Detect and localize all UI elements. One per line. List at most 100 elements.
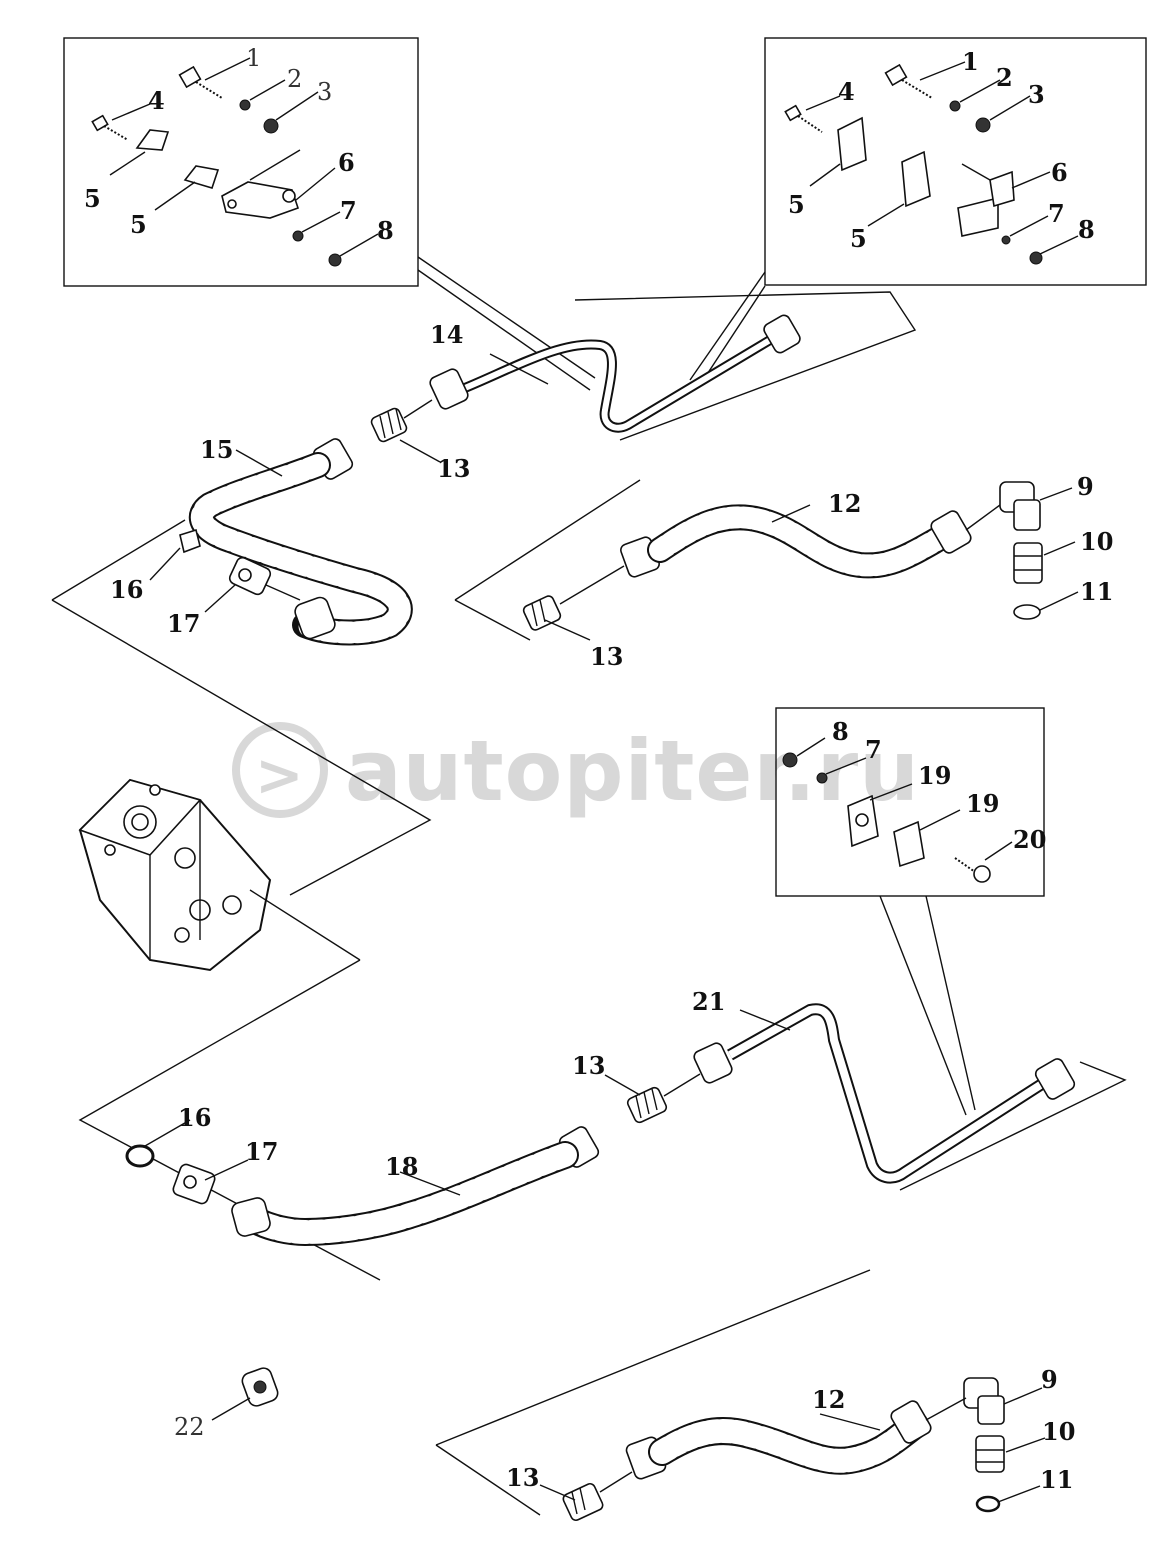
detail-box-frame bbox=[775, 707, 1045, 897]
bolt-icon bbox=[884, 63, 933, 99]
washer-icon bbox=[1001, 235, 1011, 245]
callout-11: 11 bbox=[1040, 1465, 1073, 1494]
bolt-icon bbox=[91, 114, 129, 141]
callout-8: 8 bbox=[1078, 215, 1095, 244]
callout-8: 8 bbox=[377, 216, 394, 245]
callout-4: 4 bbox=[838, 77, 855, 106]
callout-18: 18 bbox=[385, 1152, 418, 1181]
bolt-icon bbox=[178, 65, 223, 99]
sealing-washer-icon bbox=[125, 1144, 155, 1168]
nut-icon bbox=[782, 752, 798, 768]
nut-icon bbox=[975, 117, 991, 133]
callout-11: 11 bbox=[1080, 577, 1113, 606]
sealing-washer-icon bbox=[179, 528, 201, 554]
callout-3: 3 bbox=[317, 78, 332, 106]
nut-icon bbox=[1029, 251, 1043, 265]
detail-pointer-line bbox=[417, 256, 596, 379]
detail-pointer-line bbox=[879, 895, 967, 1116]
callout-1: 1 bbox=[246, 44, 261, 72]
adaptor-17 bbox=[172, 1163, 216, 1205]
fitting-nut-icon bbox=[930, 510, 972, 554]
callout-21: 21 bbox=[692, 987, 725, 1016]
clamp-half-icon bbox=[837, 116, 867, 172]
fitting-nut-icon bbox=[429, 368, 469, 410]
detail-box-lower: 8 7 19 19 20 bbox=[775, 707, 1046, 897]
callout-2: 2 bbox=[996, 63, 1013, 92]
callout-10: 10 bbox=[1080, 527, 1113, 556]
callout-9: 9 bbox=[1041, 1365, 1058, 1394]
callout-6: 6 bbox=[1051, 158, 1068, 187]
steel-pipe-21 bbox=[693, 1003, 1076, 1184]
callout-6: 6 bbox=[338, 148, 355, 177]
adaptor-13 bbox=[370, 407, 408, 443]
plug-nut-22 bbox=[241, 1367, 279, 1407]
fitting-nut-icon bbox=[231, 1197, 271, 1237]
detail-box-frame bbox=[63, 37, 419, 287]
assembly-guide-line bbox=[574, 291, 917, 441]
callout-5: 5 bbox=[850, 224, 867, 253]
adaptor-10 bbox=[1013, 542, 1043, 584]
washer-icon bbox=[239, 99, 251, 111]
callout-7: 7 bbox=[1048, 199, 1065, 228]
callout-16: 16 bbox=[178, 1103, 211, 1132]
hose-18 bbox=[231, 1126, 600, 1247]
hose-15 bbox=[188, 438, 413, 646]
elbow-fitting-9 bbox=[999, 481, 1041, 531]
svg-text:>: > bbox=[255, 741, 305, 809]
callout-5: 5 bbox=[84, 184, 101, 213]
fitting-nut-icon bbox=[693, 1042, 733, 1084]
callout-12: 12 bbox=[828, 489, 861, 518]
fitting-nut-icon bbox=[763, 314, 801, 354]
adaptor-13 bbox=[522, 595, 562, 631]
callout-14: 14 bbox=[430, 320, 463, 349]
hose-12-lower bbox=[625, 1400, 932, 1480]
detail-box-top-left: 1 2 3 4 5 5 6 7 8 bbox=[63, 37, 419, 287]
detail-box-frame bbox=[764, 37, 1147, 286]
bracket-icon bbox=[957, 196, 999, 237]
adaptor-10 bbox=[975, 1435, 1005, 1473]
detail-pointer-line bbox=[689, 271, 766, 381]
callout-13: 13 bbox=[590, 642, 623, 671]
callout-13: 13 bbox=[506, 1463, 539, 1492]
bolt-icon bbox=[784, 104, 823, 133]
elbow-fitting-9 bbox=[963, 1377, 1005, 1425]
callout-5: 5 bbox=[788, 190, 805, 219]
clamp-half-icon bbox=[901, 150, 931, 208]
fitting-nut-icon bbox=[890, 1400, 932, 1444]
callout-2: 2 bbox=[287, 65, 302, 93]
nut-icon bbox=[328, 253, 342, 267]
callout-22: 22 bbox=[174, 1413, 205, 1441]
clamp-half-icon bbox=[893, 820, 925, 868]
callout-9: 9 bbox=[1077, 472, 1094, 501]
callout-8: 8 bbox=[832, 717, 849, 746]
adaptor-13 bbox=[562, 1482, 604, 1522]
steel-pipe-14 bbox=[429, 314, 801, 433]
bolt-icon bbox=[954, 857, 991, 883]
adaptor-13 bbox=[626, 1086, 668, 1124]
clamp-half-icon bbox=[183, 165, 220, 189]
fitting-nut-icon bbox=[1034, 1058, 1076, 1100]
callout-16: 16 bbox=[110, 575, 143, 604]
watermark: > autopiter.ru bbox=[232, 722, 919, 820]
callout-17: 17 bbox=[167, 609, 200, 638]
callout-19: 19 bbox=[966, 789, 999, 818]
callout-10: 10 bbox=[1042, 1417, 1075, 1446]
callout-12: 12 bbox=[812, 1385, 845, 1414]
callout-19: 19 bbox=[918, 761, 951, 790]
bracket-icon bbox=[221, 181, 300, 219]
washer-icon bbox=[292, 230, 304, 242]
callout-7: 7 bbox=[340, 196, 357, 225]
detail-box-top-right: 1 2 3 4 5 5 6 7 8 bbox=[764, 37, 1147, 286]
adaptor-17 bbox=[228, 556, 272, 596]
callout-3: 3 bbox=[1028, 80, 1045, 109]
washer-icon bbox=[816, 772, 828, 784]
callout-20: 20 bbox=[1013, 825, 1046, 854]
clamp-half-icon bbox=[135, 129, 170, 151]
callout-5: 5 bbox=[130, 210, 147, 239]
sealing-washer-icon bbox=[975, 1495, 1001, 1513]
hose-12 bbox=[620, 504, 972, 579]
callout-4: 4 bbox=[148, 86, 165, 115]
washer-icon bbox=[949, 100, 961, 112]
steering-unit-icon bbox=[78, 778, 272, 972]
